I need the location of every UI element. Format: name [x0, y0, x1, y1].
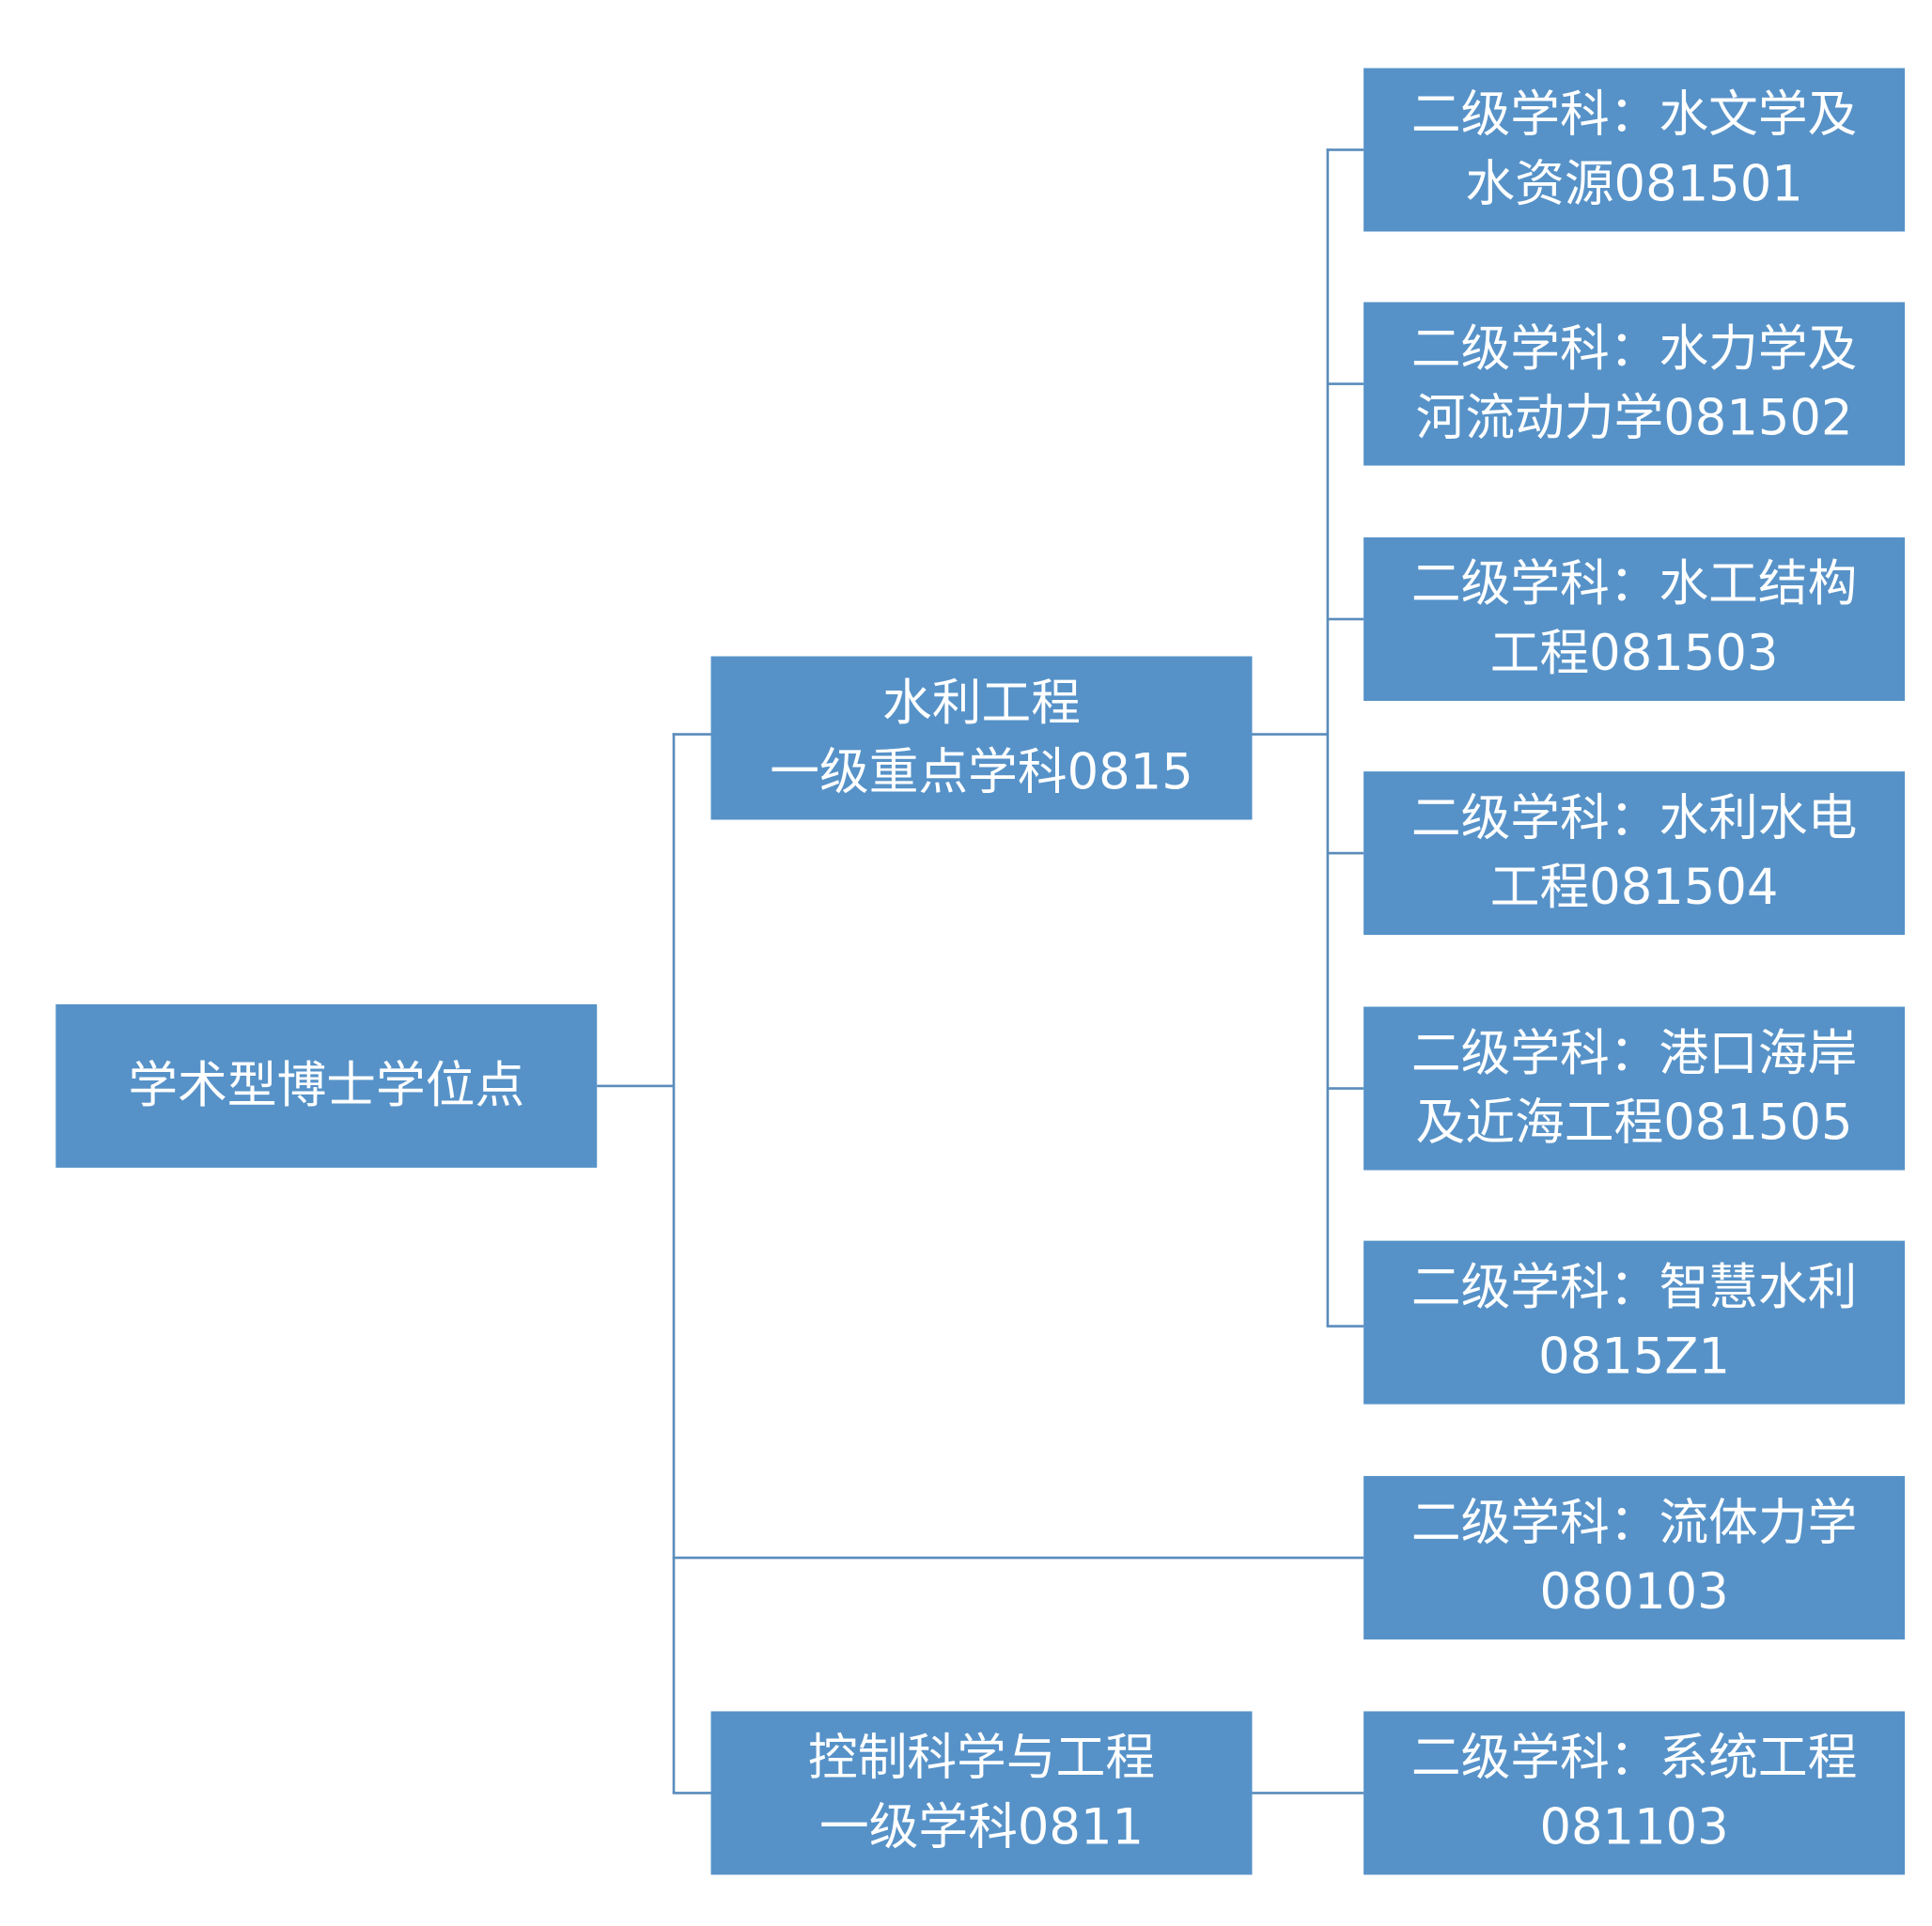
connector [1326, 1087, 1364, 1090]
connector [1326, 617, 1364, 621]
level2-node: 二级学科：水工结构工程081503 [1363, 537, 1906, 701]
node-line: 二级学科：水力学及 [1410, 320, 1858, 378]
connector [672, 733, 676, 1794]
connector [672, 1556, 1364, 1560]
node-line: 二级学科：水利水电 [1410, 789, 1858, 847]
node-line: 一级重点学科0815 [770, 744, 1193, 801]
node-line: 水资源081501 [1465, 156, 1803, 213]
node-line: 二级学科：水文学及 [1410, 86, 1858, 144]
connector [1326, 148, 1330, 1327]
level2-node: 二级学科：流体力学 080103 [1363, 1476, 1906, 1640]
level2-node: 二级学科：水文学及水资源081501 [1363, 68, 1906, 232]
node-line: 水利工程 [882, 675, 1081, 732]
level2-node: 二级学科：水力学及河流动力学081502 [1363, 302, 1906, 466]
node-line: 二级学科：流体力学 [1410, 1494, 1858, 1552]
node-line: 河流动力学081502 [1415, 390, 1853, 447]
connector [672, 1792, 711, 1794]
connector [1326, 148, 1364, 151]
root-label: 学术型博士学位点 [128, 1057, 525, 1115]
level2-node: 二级学科：水利水电工程081504 [1363, 771, 1906, 936]
node-line: 080103 [1539, 1563, 1729, 1622]
node-line: 控制科学与工程 [807, 1730, 1156, 1787]
level1-node: 控制科学与工程一级学科0811 [710, 1711, 1253, 1875]
connector [1251, 1792, 1364, 1794]
level2-node: 二级学科：系统工程 081103 [1363, 1711, 1906, 1875]
connector [1326, 851, 1364, 855]
node-line: 二级学科：水工结构 [1410, 555, 1858, 614]
node-line: 工程081504 [1489, 859, 1779, 917]
node-line: 二级学科：智慧水利 [1410, 1259, 1858, 1317]
root-node: 学术型博士学位点 [55, 1003, 598, 1168]
connector [597, 1084, 674, 1088]
node-line: 0815Z1 [1538, 1328, 1731, 1386]
connector [672, 733, 711, 736]
node-line: 二级学科：港口海岸 [1410, 1025, 1858, 1082]
level1-node: 水利工程一级重点学科0815 [710, 656, 1253, 820]
node-line: 081103 [1539, 1799, 1729, 1856]
connector [1326, 1325, 1364, 1328]
node-line: 一级学科0811 [818, 1799, 1145, 1856]
level2-node: 二级学科：智慧水利 0815Z1 [1363, 1240, 1906, 1405]
node-line: 及近海工程081505 [1415, 1095, 1853, 1152]
node-line: 二级学科：系统工程 [1410, 1730, 1858, 1787]
connector [1326, 382, 1364, 385]
connector [1251, 733, 1328, 736]
level2-node: 二级学科：港口海岸及近海工程081505 [1363, 1006, 1906, 1171]
node-line: 工程081503 [1489, 625, 1779, 683]
